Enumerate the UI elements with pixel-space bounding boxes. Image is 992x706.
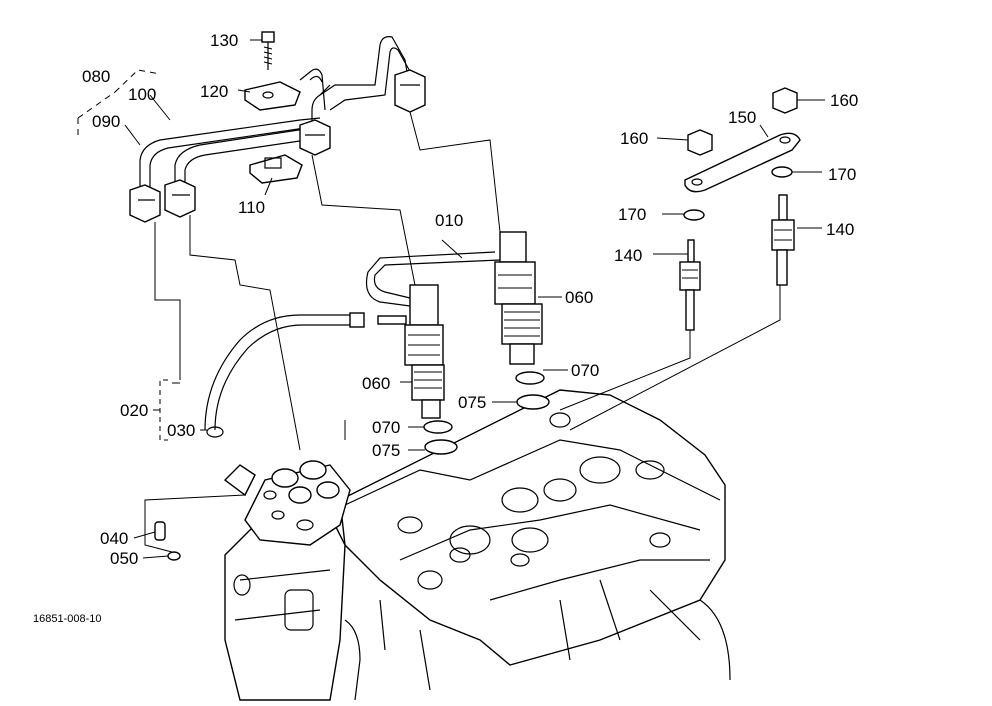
- label-170-right: 170: [828, 165, 856, 184]
- washer-170-left: [683, 209, 705, 221]
- label-160-left: 160: [620, 129, 648, 148]
- bus-bar-150: [684, 132, 801, 193]
- washer-070-left: [423, 420, 453, 434]
- nut-160-right: [772, 87, 798, 114]
- label-110: 110: [238, 198, 265, 217]
- label-060-right: 060: [565, 288, 593, 307]
- label-120: 120: [200, 82, 228, 101]
- label-070-right: 070: [571, 361, 599, 380]
- part-labels: 130 120 110 080 100 090 010 060 060 070 …: [33, 31, 858, 625]
- injection-pump: [223, 460, 351, 546]
- label-080: 080: [82, 67, 110, 86]
- label-020: 020: [120, 401, 148, 420]
- label-070-left: 070: [372, 418, 400, 437]
- fitting-050: [167, 551, 181, 561]
- label-140-right: 140: [826, 220, 854, 239]
- washer-070-right: [515, 371, 545, 385]
- glow-plug-left: [679, 239, 701, 331]
- nozzle-right: [494, 231, 543, 365]
- label-030: 030: [167, 421, 195, 440]
- label-100: 100: [128, 85, 156, 104]
- return-pipe: [204, 314, 350, 431]
- nut-160-left: [687, 129, 713, 156]
- label-160-right: 160: [830, 91, 858, 110]
- cylinder-head: [339, 389, 726, 691]
- pipe-clamp: [244, 31, 303, 184]
- label-010: 010: [435, 211, 463, 230]
- washer-170-right: [771, 166, 793, 178]
- washer-075-left: [424, 439, 458, 455]
- nozzle-left: [404, 284, 445, 419]
- injection-pipes: [129, 36, 426, 223]
- fitting-040: [154, 521, 166, 541]
- label-130: 130: [210, 31, 238, 50]
- label-140-left: 140: [614, 246, 642, 265]
- label-075-left: 075: [372, 441, 400, 460]
- reference-code: 16851-008-10: [33, 613, 102, 625]
- washer-075-right: [516, 394, 550, 410]
- label-050: 050: [110, 549, 138, 568]
- label-060-left: 060: [362, 374, 390, 393]
- label-075-right: 075: [458, 393, 486, 412]
- leak-off-pipe: [365, 251, 501, 307]
- label-040: 040: [100, 529, 128, 548]
- label-090: 090: [92, 112, 120, 131]
- leader-lines: [77, 39, 825, 559]
- glow-plug-right: [771, 194, 795, 286]
- label-150: 150: [728, 108, 756, 127]
- label-170-left: 170: [618, 205, 646, 224]
